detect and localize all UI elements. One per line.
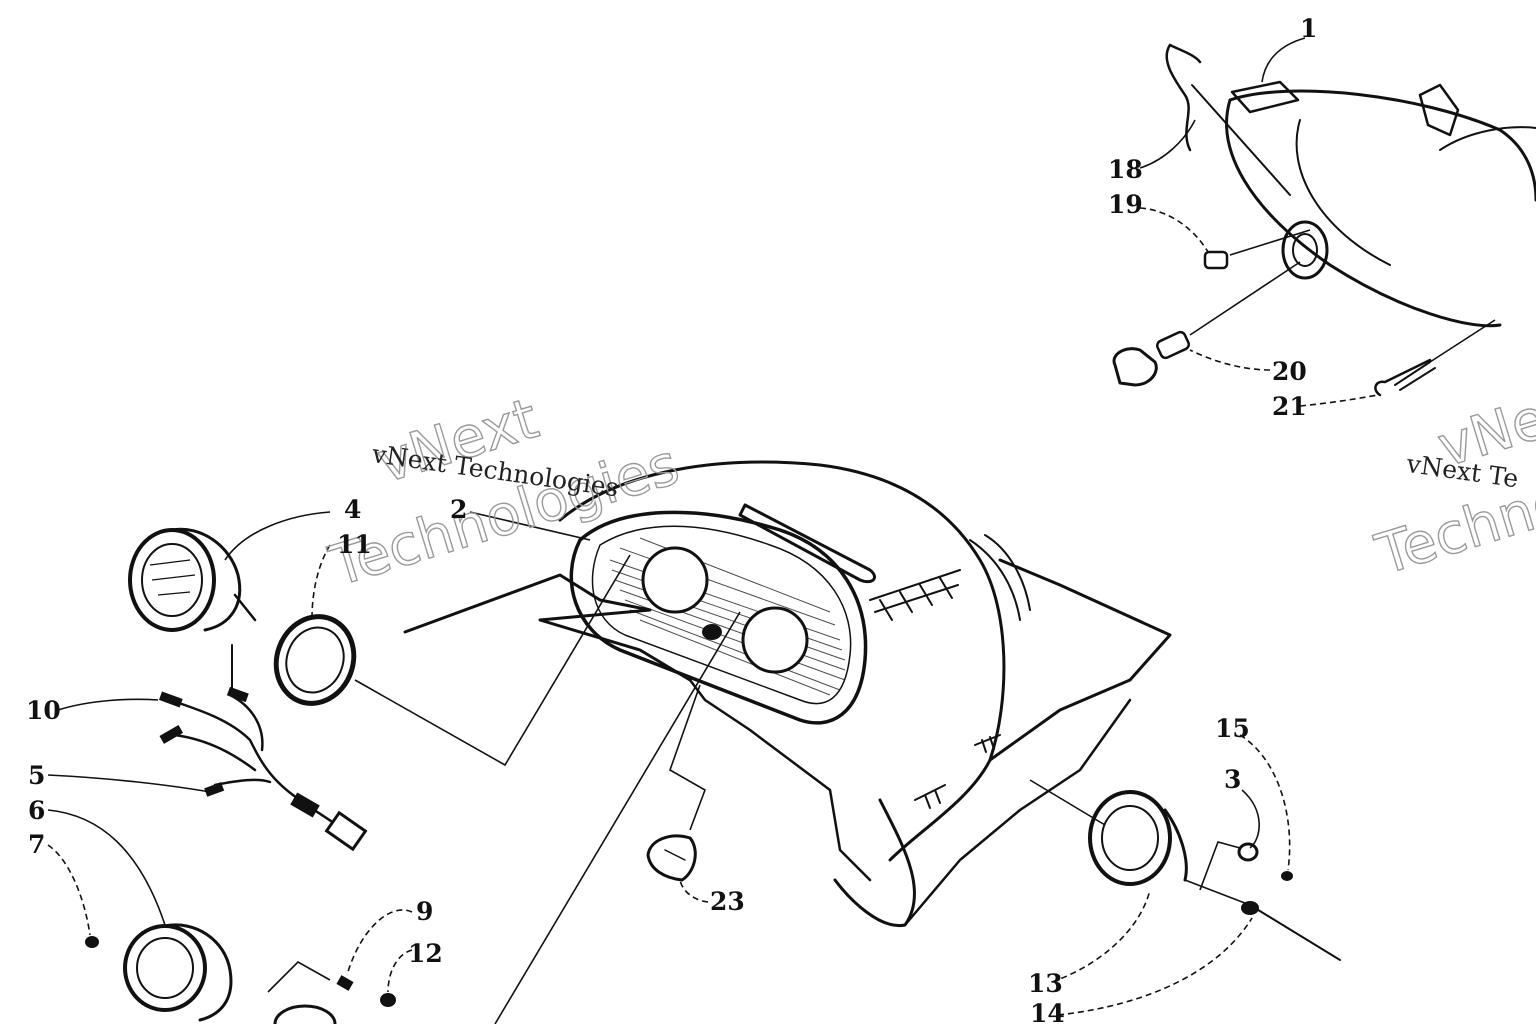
callout-12: 12 (408, 939, 443, 968)
callout-1: 1 (1300, 14, 1317, 43)
callout-4: 4 (344, 495, 361, 524)
leader-lines (47, 37, 1379, 1024)
speedometer-gauge (128, 527, 257, 632)
headlight-assembly (1112, 43, 1536, 397)
callout-23: 23 (710, 887, 745, 916)
bezel-ring (273, 614, 357, 706)
callout-13: 13 (1028, 969, 1063, 998)
instrument-hood (403, 460, 1172, 927)
callout-21: 21 (1272, 392, 1307, 421)
wiring-harness (158, 644, 368, 852)
callout-14: 14 (1030, 999, 1065, 1024)
callout-5: 5 (28, 761, 45, 790)
callout-3: 3 (1224, 765, 1241, 794)
callout-18: 18 (1108, 155, 1143, 184)
callout-9: 9 (416, 897, 433, 926)
callout-6: 6 (28, 796, 45, 825)
callout-2: 2 (450, 495, 467, 524)
hood-clip (646, 834, 697, 882)
callout-11: 11 (337, 530, 372, 559)
auxiliary-gauge (1088, 790, 1341, 961)
tachometer-gauge (85, 923, 396, 1024)
callout-7: 7 (28, 830, 45, 859)
callout-20: 20 (1272, 357, 1307, 386)
callout-19: 19 (1108, 190, 1143, 219)
callout-15: 15 (1215, 714, 1250, 743)
callout-10: 10 (26, 696, 61, 725)
callout-labels: 1 18 19 20 21 2 4 11 10 5 6 7 9 12 23 15… (26, 14, 1317, 1024)
